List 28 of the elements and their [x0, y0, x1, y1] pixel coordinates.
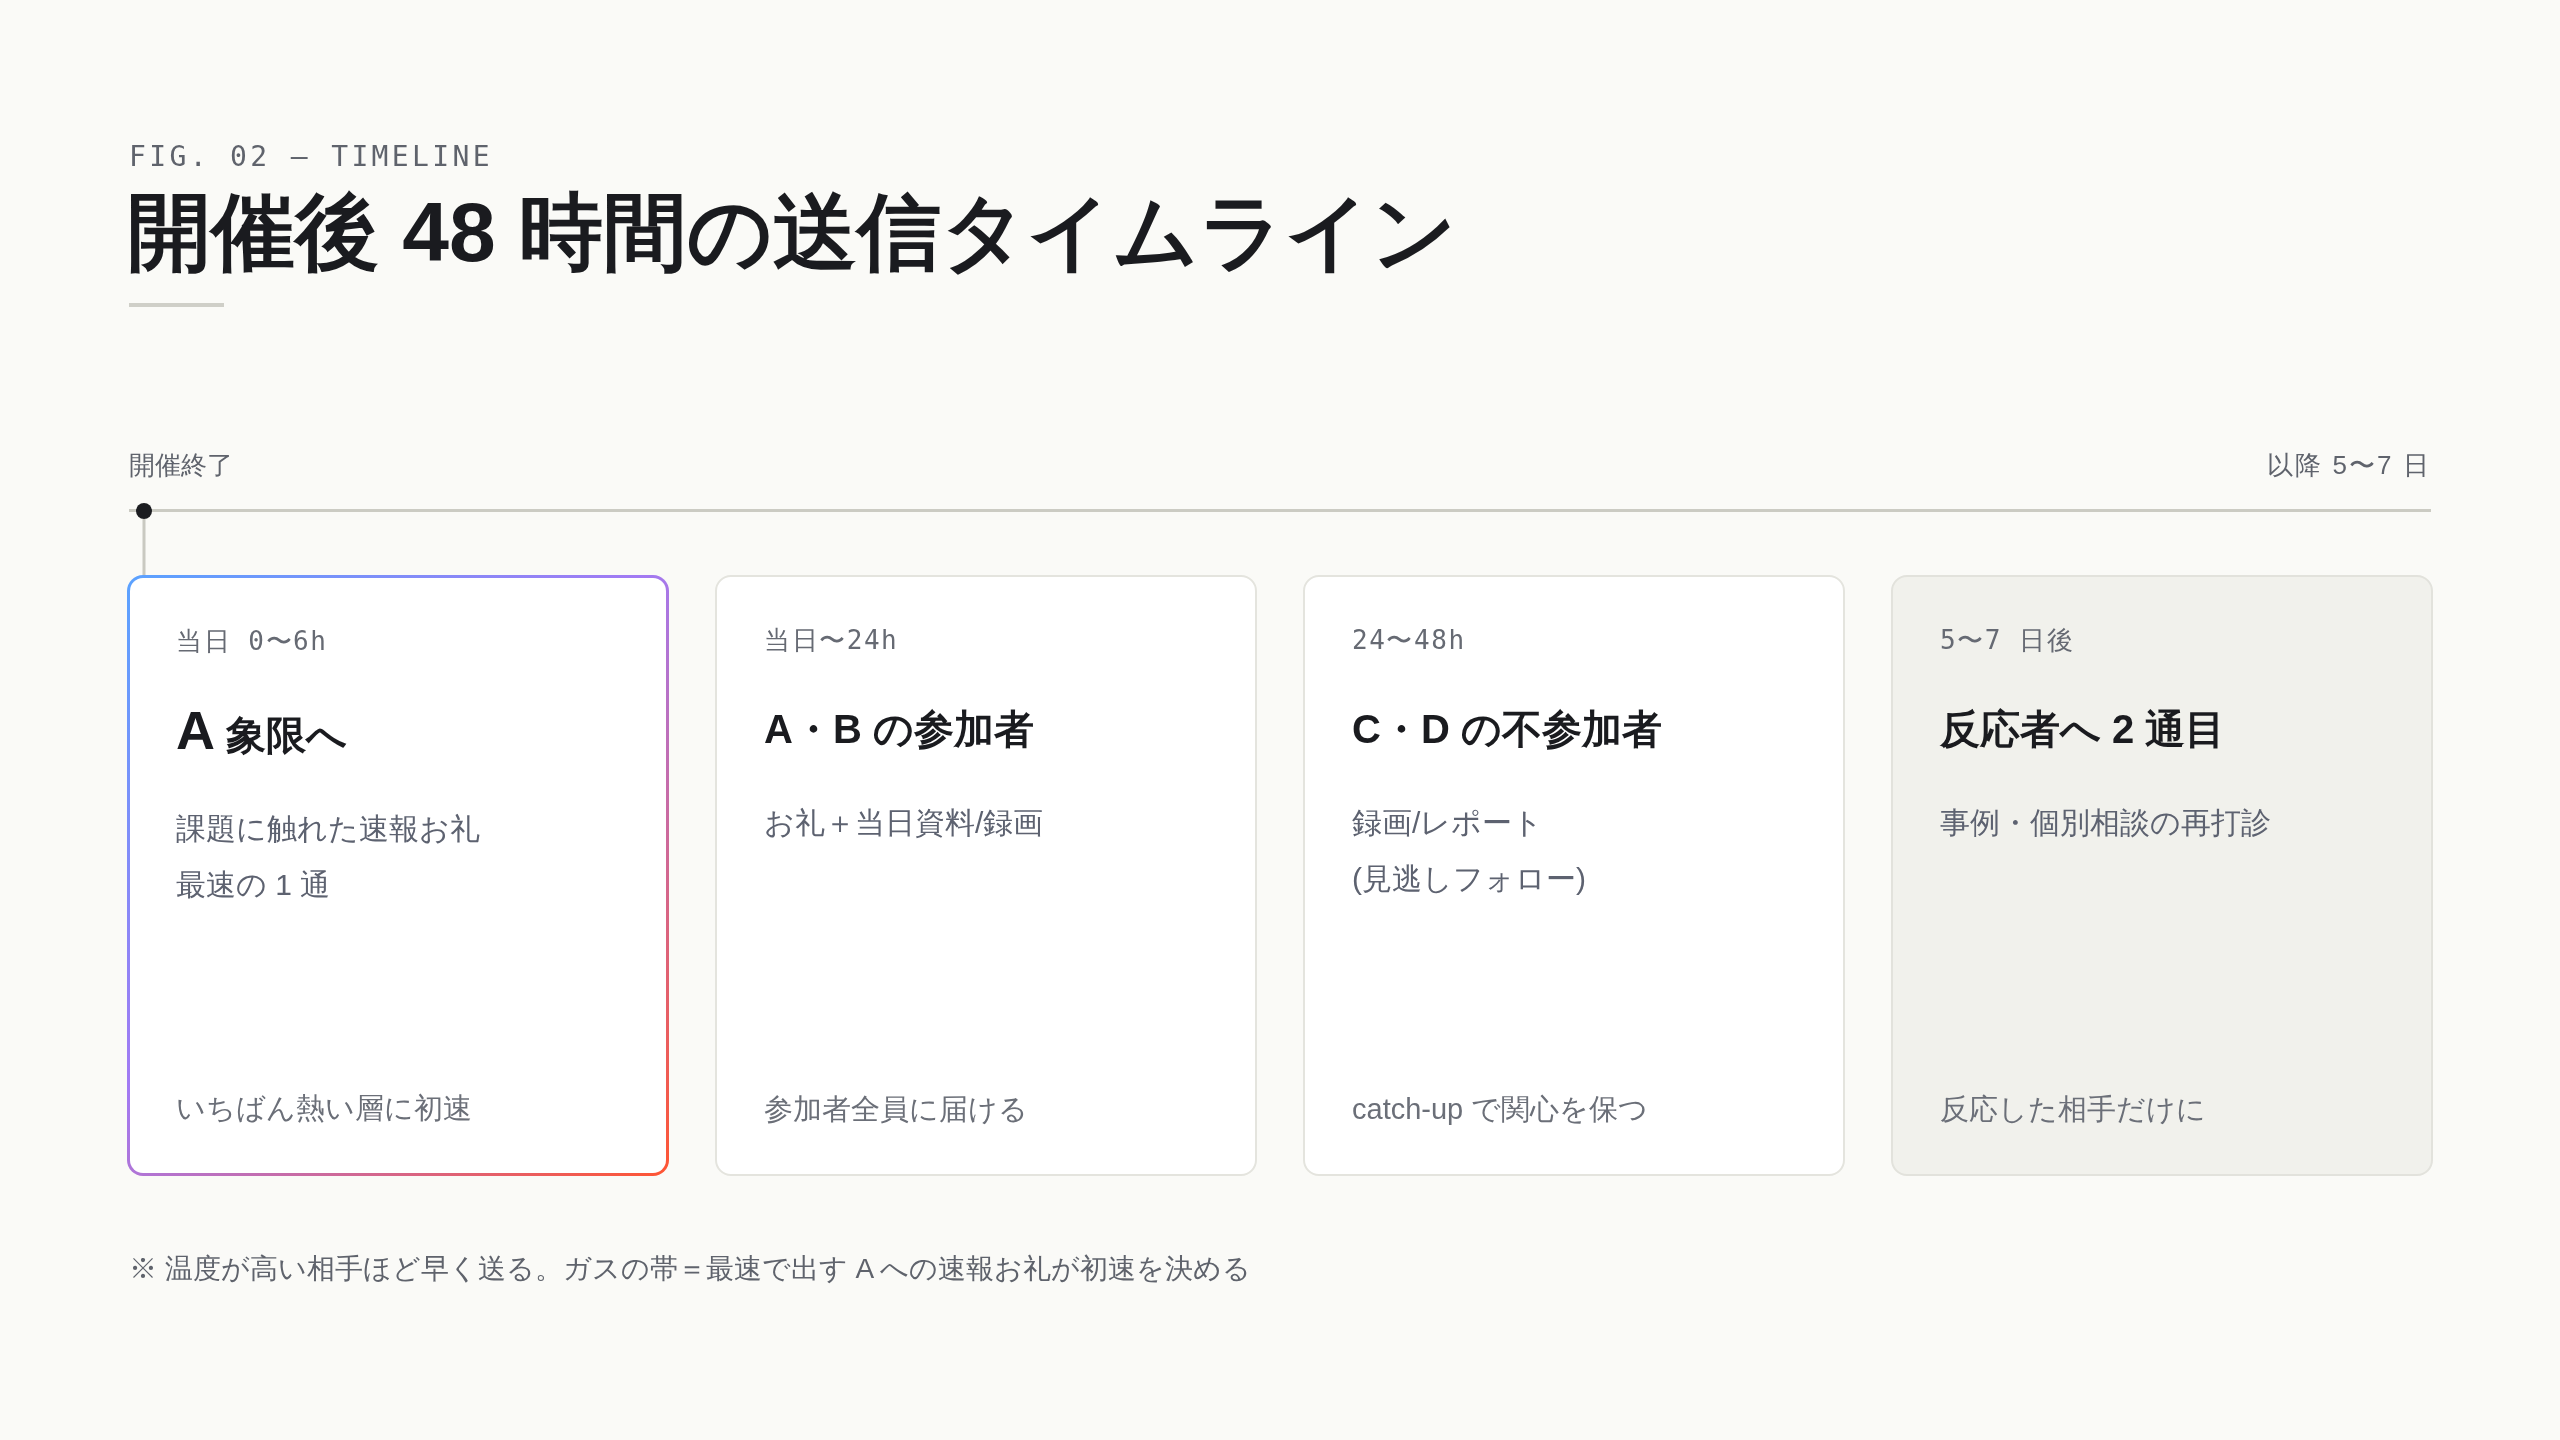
- phase-card: [1891, 575, 2433, 1176]
- card-text: 録画/レポート: [1352, 805, 1544, 841]
- phase-card: [1303, 575, 1845, 1176]
- card-heading: 反応者へ 2 通目: [1940, 706, 2226, 753]
- card-note: catch-up で関心を保つ: [1352, 1092, 1649, 1127]
- card-text: 最速の 1 通: [176, 867, 331, 903]
- timeline-start-label: 開催終了: [129, 449, 233, 482]
- timeline-end-label: 以降 5〜7 日: [2267, 449, 2431, 482]
- diagram-title: 開催後 48 時間の送信タイムライン: [127, 186, 1458, 278]
- card-heading: A 象限へ: [176, 705, 348, 760]
- card-heading: A・B の参加者: [764, 706, 1034, 753]
- time-range: 当日 0〜6h: [176, 625, 328, 657]
- card-text: お礼＋当日資料/録画: [764, 805, 1044, 841]
- time-range: 5〜7 日後: [1940, 624, 2075, 656]
- time-range: 当日〜24h: [764, 624, 899, 656]
- card-note: 参加者全員に届ける: [764, 1092, 1028, 1127]
- card-heading: C・D の不参加者: [1352, 706, 1662, 753]
- card-text: (見逃しフォロー): [1352, 861, 1586, 897]
- card-text: 事例・個別相談の再打診: [1940, 805, 2271, 841]
- time-range: 24〜48h: [1352, 624, 1466, 656]
- phase-card: [715, 575, 1257, 1176]
- card-note: 反応した相手だけに: [1940, 1092, 2206, 1127]
- figure-label: FIG. 02 — TIMELINE: [129, 140, 493, 174]
- card-text: 課題に触れた速報お礼: [176, 811, 480, 847]
- connector-line: [142, 519, 146, 575]
- card-note: いちばん熱い層に初速: [176, 1091, 472, 1126]
- phase-card: [127, 575, 669, 1176]
- footnote: ※ 温度が高い相手ほど早く送る。ガスの帯＝最速で出す A への速報お礼が初速を決める: [129, 1252, 1252, 1286]
